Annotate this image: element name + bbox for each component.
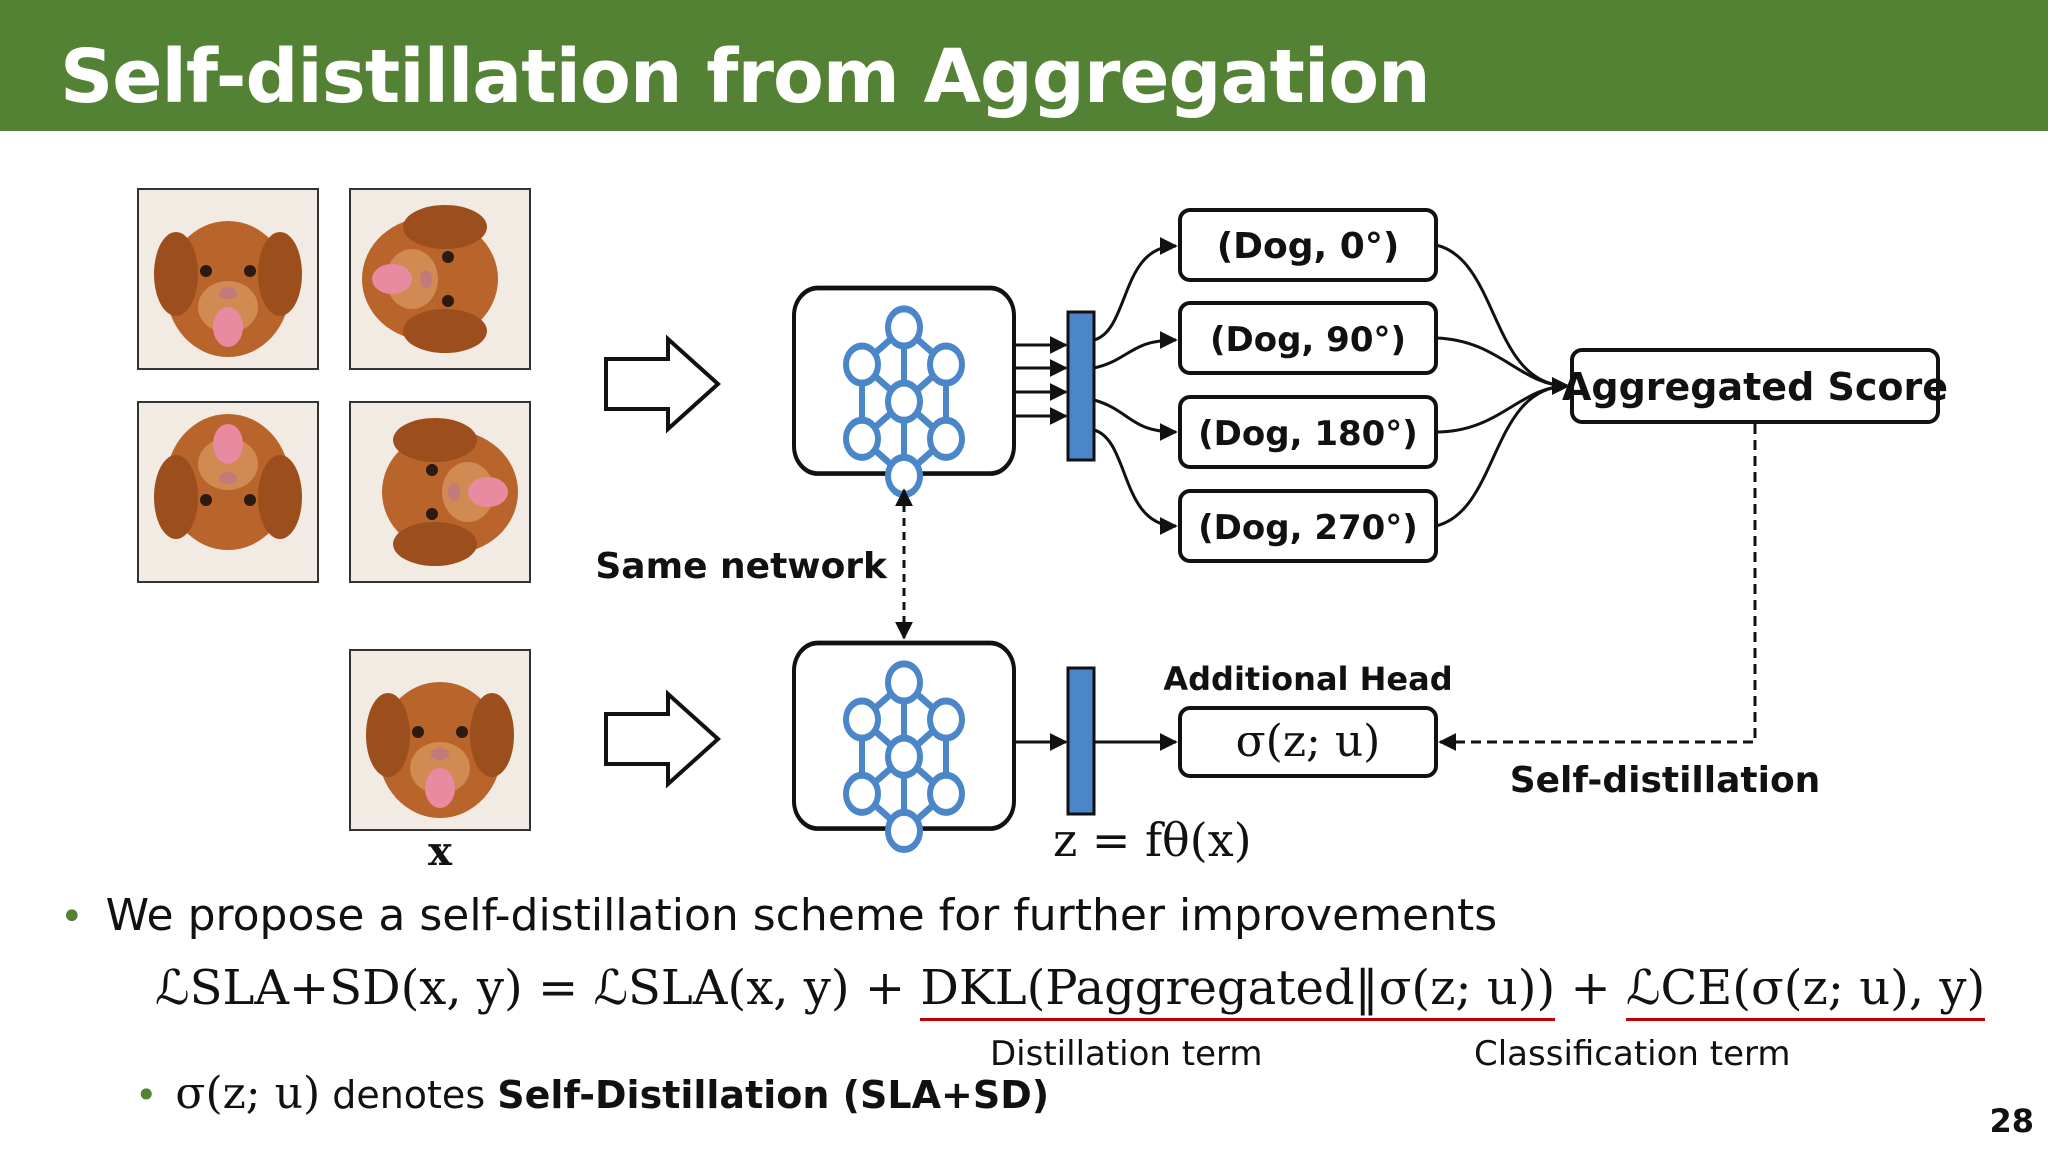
- dog-image-270deg: [349, 401, 531, 583]
- dog-image-input: [349, 649, 531, 831]
- slide-title: Self-distillation from Aggregation: [60, 34, 1431, 120]
- svg-text:(Dog, 180°): (Dog, 180°): [1198, 414, 1418, 454]
- svg-text:(Dog, 90°): (Dog, 90°): [1210, 320, 1406, 360]
- input-label: x: [428, 828, 453, 875]
- dog-image-90deg: [349, 188, 531, 370]
- main-bullet-text: We propose a self-distillation scheme fo…: [105, 890, 1498, 941]
- bullet-dot-icon: •: [60, 894, 84, 940]
- sub-bullet-bold: Self-Distillation (SLA+SD): [497, 1073, 1050, 1117]
- dog-image-180deg: [137, 401, 319, 583]
- self-distillation-arrow: [1438, 424, 1757, 751]
- rotation-to-aggregated-curves: [1435, 243, 1570, 528]
- svg-text:Aggregated Score: Aggregated Score: [1562, 365, 1948, 409]
- formula-distill-term: DKL(Paggregated‖σ(z; u)): [920, 960, 1556, 1021]
- rotation-box-180: (Dog, 180°): [1178, 395, 1438, 469]
- title-bar: Self-distillation from Aggregation: [0, 0, 2048, 131]
- sub-bullet-sigma: σ(z; u): [175, 1068, 321, 1119]
- feature-formula: z = fθ(x): [1053, 813, 1252, 867]
- page-number: 28: [1989, 1102, 2034, 1140]
- net-to-bar-arrows-top: [1016, 336, 1068, 425]
- network-bottom: [794, 643, 1014, 849]
- formula-lhs: ℒSLA+SD(x, y) = ℒSLA(x, y) +: [155, 960, 921, 1016]
- classification-term-label: Classification term: [1474, 1034, 1791, 1074]
- additional-head-box: σ(z; u): [1178, 706, 1438, 778]
- main-bullet: • We propose a self-distillation scheme f…: [60, 890, 1497, 941]
- rotation-box-90: (Dog, 90°): [1178, 301, 1438, 375]
- network-top: [794, 288, 1014, 494]
- sub-bullet-text: denotes: [320, 1073, 498, 1117]
- feature-bar-bottom: [1066, 666, 1096, 816]
- loss-formula: ℒSLA+SD(x, y) = ℒSLA(x, y) + DKL(Paggreg…: [155, 960, 1986, 1021]
- self-distillation-label: Self-distillation: [1510, 760, 1821, 801]
- formula-classif-term: ℒCE(σ(z; u), y): [1625, 960, 1986, 1021]
- sub-bullet: • σ(z; u) denotes Self-Distillation (SLA+…: [135, 1068, 1049, 1119]
- sub-bullet-dot-icon: •: [135, 1073, 158, 1117]
- aggregated-score-box: Aggregated Score: [1562, 348, 1948, 424]
- rotation-box-270: (Dog, 270°): [1178, 489, 1438, 563]
- svg-text:σ(z; u): σ(z; u): [1236, 716, 1381, 767]
- dog-image-0deg: [137, 188, 319, 370]
- svg-text:(Dog, 270°): (Dog, 270°): [1198, 508, 1418, 548]
- same-network-label: Same network: [595, 546, 888, 587]
- additional-head-label: Additional Head: [1163, 660, 1452, 698]
- formula-plus: +: [1555, 960, 1626, 1016]
- bar-to-rotation-curves: [1093, 237, 1178, 535]
- hollow-arrow-bottom: [604, 692, 720, 786]
- feature-bar-top: [1066, 310, 1096, 462]
- rotation-box-0: (Dog, 0°): [1178, 208, 1438, 282]
- distillation-term-label: Distillation term: [990, 1034, 1263, 1074]
- hollow-arrow-top: [604, 337, 720, 431]
- svg-text:(Dog, 0°): (Dog, 0°): [1217, 226, 1400, 267]
